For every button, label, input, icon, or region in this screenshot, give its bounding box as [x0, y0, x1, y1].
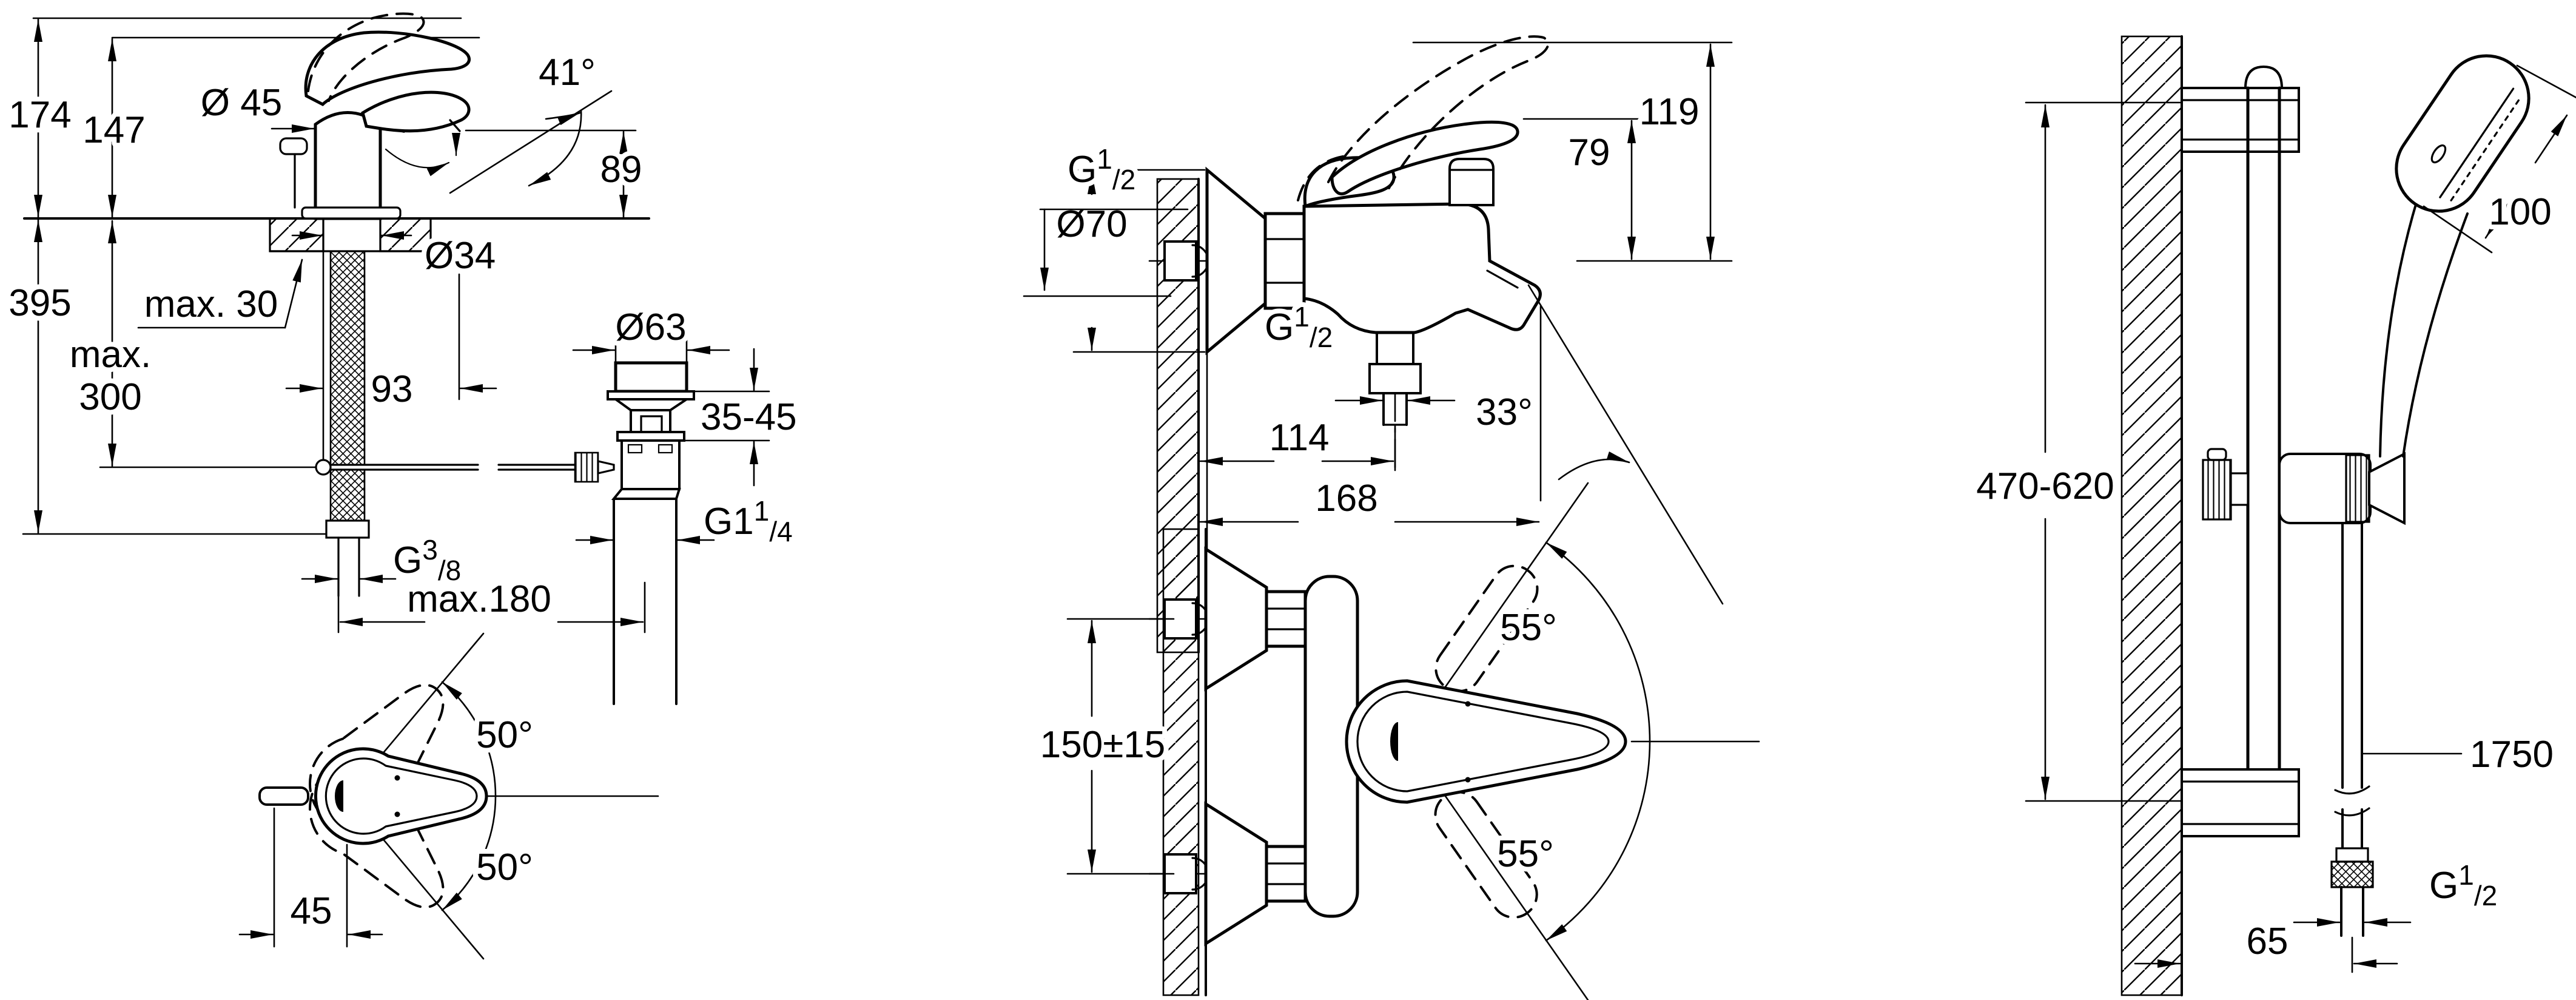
handle-plan-grip-mark: [335, 780, 343, 812]
pop-up-rod: [315, 250, 615, 483]
dim-label-65: 65: [2247, 921, 2288, 962]
dim-label-395: 395: [8, 282, 71, 324]
shower-rail-set-drawing: 470-620: [1971, 35, 2576, 996]
dim-hose-thread: G1/2: [2293, 854, 2502, 927]
dim-clamp-range: 35-45: [684, 348, 802, 487]
faucet-spout: [361, 90, 471, 177]
dim-label-55up: 55°: [1500, 607, 1557, 649]
rail-top-holder: [2181, 65, 2300, 153]
dim-wall-thread: G1/2: [1023, 138, 1189, 297]
dim-label-dia63: Ø63: [615, 306, 686, 348]
annotation-deck-thickness: max. 30: [137, 258, 303, 330]
dim-wall-offset-65: 65: [2134, 916, 2398, 973]
dim-spout-angle-33: 33°: [1471, 284, 1724, 605]
dim-handle-height-147: 147: [78, 38, 150, 218]
dim-union-spacing: 150±15: [1035, 618, 1175, 875]
dim-label-g12-hose: G1/2: [2429, 859, 2497, 911]
dim-label-dia70: Ø70: [1056, 203, 1127, 245]
dim-label-119: 119: [1639, 91, 1700, 133]
dim-label-150pm15: 150±15: [1040, 724, 1165, 766]
dim-total-height-174: 174: [4, 18, 76, 218]
upper-s-union: [1163, 546, 1307, 692]
handle-front-dashed-down: [1434, 791, 1538, 919]
dim-rail-adjust: 470-620: [1971, 101, 2183, 802]
dim-head-diameter: 100: [2423, 64, 2576, 254]
dim-label-168: 168: [1315, 478, 1377, 519]
glider-holder: [2202, 448, 2406, 525]
faucet-body: [301, 111, 402, 220]
dim-label-dia45: Ø 45: [201, 82, 282, 124]
diverter-knob: [1448, 158, 1495, 206]
dim-label-89: 89: [600, 149, 642, 191]
mixer-handle-front: [1345, 679, 1627, 804]
shower-hose-connection: [1368, 331, 1422, 471]
dim-spout-angle-41: 41°: [449, 47, 613, 194]
dim-label-max: max.: [70, 334, 151, 376]
dim-label-g12-wall: G1/2: [1068, 143, 1135, 195]
dim-drain-thread: G11/4: [575, 490, 798, 552]
bath-mixer-front-view: 55° 55° 150±15: [1035, 482, 1760, 1000]
dim-label-45: 45: [291, 890, 332, 932]
dim-overall-height-395: 395: [4, 218, 76, 534]
dim-label-50up: 50°: [476, 714, 533, 756]
dim-label-41deg: 41°: [539, 52, 596, 93]
dim-label-114: 114: [1270, 417, 1330, 459]
pop-up-drain-assembly: [607, 361, 695, 705]
bath-mixer-side-view: 119 79 Ø70 G1/2 G1/2 33° 114 1: [1023, 35, 1733, 654]
dim-hose-length: 1750: [2362, 729, 2558, 780]
dim-spout-height-89: 89: [596, 130, 647, 218]
dim-rosette-dia: Ø70: [1051, 169, 1206, 353]
dim-label-100: 100: [2489, 191, 2551, 233]
wall-section-rail: [2120, 35, 2183, 996]
basin-mixer-drawing: 174 395 147 max. 300 89 Ø 45 41°: [4, 12, 802, 960]
dim-label-dia34: Ø34: [425, 235, 496, 277]
dim-label-max180: max.180: [407, 578, 551, 620]
handle-front-rotation: 55° 55°: [1406, 482, 1760, 1000]
shower-hose: [2330, 522, 2374, 937]
rail-bottom-holder: [2181, 768, 2300, 837]
dim-label-79: 79: [1569, 132, 1610, 174]
supply-hoses: [325, 250, 370, 597]
shower-rail: [2246, 86, 2281, 812]
dim-depth-114: 114: [1199, 412, 1396, 471]
drain-pull-rod-knob: [279, 137, 308, 209]
dim-label-300: 300: [79, 376, 141, 418]
dim-label-g38: G3/8: [393, 534, 461, 586]
handle-front-dashed-up: [1434, 564, 1539, 693]
s-union-side: [1163, 166, 1306, 356]
dim-supply-thread: G3/8: [301, 529, 466, 591]
faucet-handle-dashed-open: [307, 12, 425, 102]
handle-plan-dashed-down: [309, 760, 445, 908]
handle-plan-view: 50° 50° 45: [238, 632, 659, 960]
dim-height-79: 79: [1564, 120, 1636, 260]
dim-height-119: 119: [1635, 43, 1715, 260]
dim-label-55down: 55°: [1497, 833, 1554, 875]
dim-drain-diameter: Ø63: [572, 302, 730, 363]
dim-label-g114: G11/4: [704, 495, 793, 547]
dim-label-33deg: 33°: [1476, 391, 1533, 433]
dim-depth-168: 168: [1199, 473, 1540, 526]
dim-rod-offset-93: 93: [285, 363, 497, 415]
dim-reach-max180: max.180: [337, 573, 646, 633]
dim-label-max30: max. 30: [144, 283, 278, 325]
dim-label-50down: 50°: [476, 846, 533, 888]
dim-label-g12-outlet: G1/2: [1265, 301, 1333, 353]
mixer-handle-dashed-open-side: [1297, 35, 1550, 201]
dim-label-174: 174: [8, 94, 71, 136]
dim-label-147: 147: [82, 109, 145, 151]
dim-label-35-45: 35-45: [701, 396, 797, 438]
dim-hose-length-max300: max. 300: [65, 220, 156, 467]
dim-body-diameter: Ø 45: [196, 77, 426, 133]
hand-shower: [2379, 54, 2531, 458]
dim-label-470-620: 470-620: [1976, 465, 2114, 507]
dim-label-93: 93: [371, 368, 413, 410]
dim-label-1750: 1750: [2470, 734, 2554, 775]
dim-hole-diameter: Ø34: [291, 230, 500, 400]
mixer-body-side: [1302, 202, 1542, 334]
